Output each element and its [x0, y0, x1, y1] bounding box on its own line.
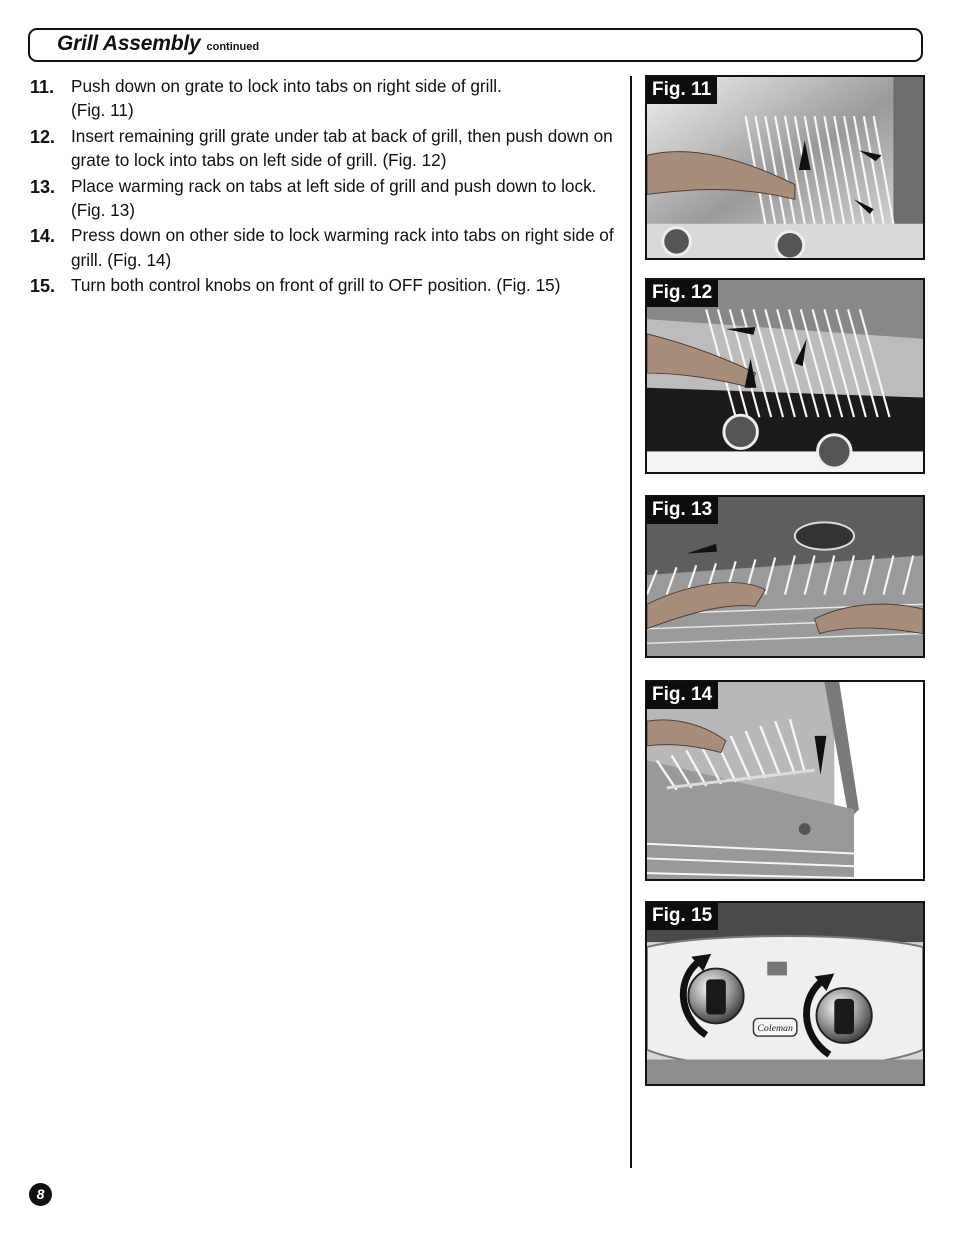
figure-14: Fig. 14: [645, 680, 925, 881]
step-number: 11.: [30, 77, 55, 97]
column-divider: [630, 76, 632, 1168]
step-number: 13.: [30, 176, 56, 197]
step-number: 15.: [30, 276, 56, 297]
grill-grate-photo: [647, 280, 923, 472]
step-11: 11. Push down on grate to lock into tabs…: [28, 74, 628, 123]
page-number: 8: [29, 1183, 52, 1206]
step-14: 14. Press down on other side to lock war…: [28, 223, 628, 272]
step-15: 15. Turn both control knobs on front of …: [28, 273, 628, 297]
figure-label: Fig. 11: [647, 77, 718, 104]
section-subtitle: continued: [206, 41, 260, 53]
figure-15: Coleman Fig. 15: [645, 901, 925, 1086]
warming-rack-photo: [647, 682, 923, 879]
step-text: Insert remaining grill grate under tab a…: [71, 125, 613, 171]
step-text: Push down on grate to lock into tabs on …: [71, 76, 502, 121]
figure-12: Fig. 12: [645, 278, 925, 474]
step-12: 12. Insert remaining grill grate under t…: [28, 124, 628, 173]
step-13: 13. Place warming rack on tabs at left s…: [28, 174, 628, 223]
figure-13: Fig. 13: [645, 495, 925, 658]
figure-11: Fig. 11: [645, 75, 925, 260]
grill-grate-photo: [647, 77, 923, 258]
step-text: Turn both control knobs on front of gril…: [71, 275, 561, 296]
brand-logo: Coleman: [757, 1023, 793, 1034]
figure-label: Fig. 12: [647, 280, 719, 307]
step-text: Press down on other side to lock warming…: [71, 225, 614, 270]
step-text: Place warming rack on tabs at left side …: [71, 175, 597, 221]
control-knobs-photo: Coleman: [647, 903, 923, 1084]
step-number: 14.: [30, 226, 56, 247]
steps-list: 11. Push down on grate to lock into tabs…: [28, 74, 628, 299]
step-number: 12.: [30, 126, 56, 147]
figure-label: Fig. 13: [647, 497, 719, 524]
figure-label: Fig. 14: [647, 682, 719, 709]
figure-label: Fig. 15: [647, 903, 719, 930]
